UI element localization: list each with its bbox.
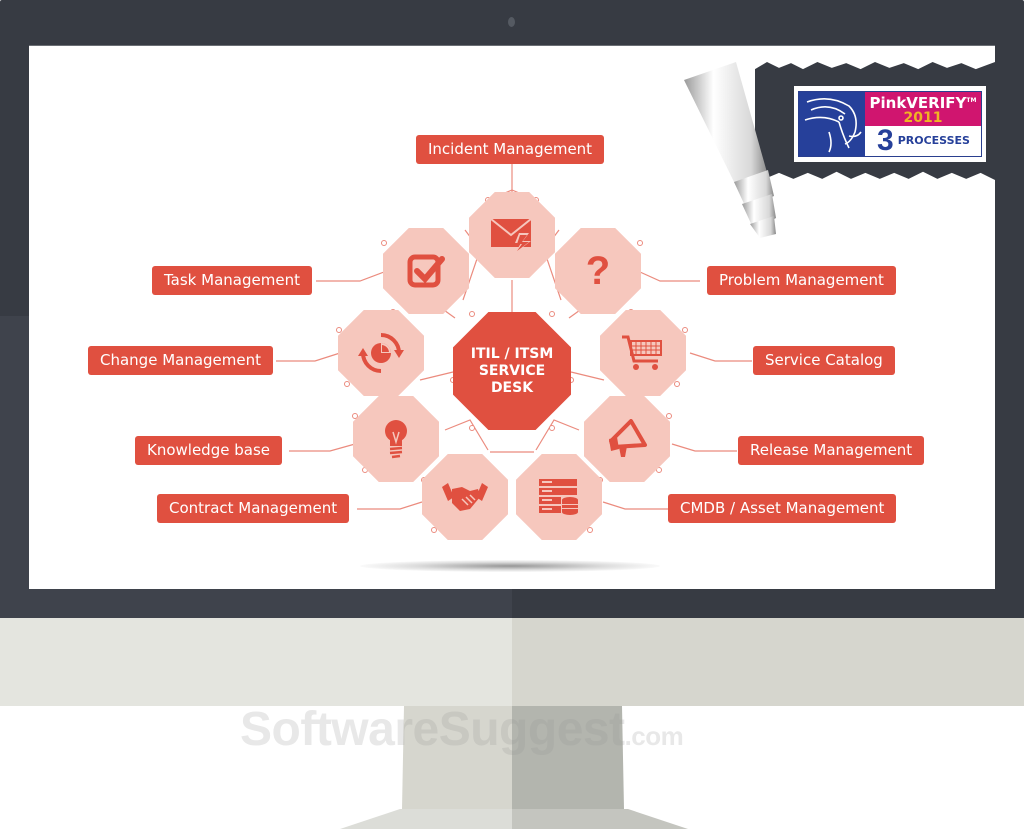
monitor-chin-right (512, 618, 1024, 706)
pinkverify-processes: 3 PROCESSES (865, 123, 981, 157)
checkbox-check-icon (407, 254, 445, 288)
node-problem-management: ? (555, 228, 641, 314)
node-change-management (338, 310, 424, 396)
monitor-stand-base-right (512, 809, 688, 829)
envelope-lightning-icon (490, 218, 532, 253)
node-contract-management (422, 454, 508, 540)
label-task-management: Task Management (152, 266, 312, 295)
monitor-stand-neck-left (402, 706, 512, 809)
node-task-management (383, 228, 469, 314)
label-cmdb-asset-management: CMDB / Asset Management (668, 494, 897, 523)
processes-label: PROCESSES (897, 134, 970, 147)
webcam-icon (508, 17, 515, 27)
node-release-management (584, 396, 670, 482)
label-knowledge-base: Knowledge base (135, 436, 282, 465)
watermark: SoftwareSuggest.com (240, 702, 684, 757)
elephant-logo-icon (799, 92, 865, 156)
pinkverify-title: PinkVERIFYTM 2011 (865, 92, 981, 126)
label-problem-management: Problem Management (707, 266, 896, 295)
node-knowledge-base (353, 396, 439, 482)
shopping-cart-icon (622, 335, 662, 370)
process-count: 3 (877, 123, 894, 157)
monitor-stand-neck-right (512, 706, 624, 809)
node-incident-management (469, 192, 555, 278)
pinkverify-brand: PinkVERIFY (869, 94, 967, 112)
trademark-mark: TM (966, 97, 977, 104)
label-change-management: Change Management (88, 346, 274, 375)
center-node-itil-service-desk: ITIL / ITSM SERVICE DESK (453, 312, 571, 430)
monitor-chin-left (0, 618, 512, 706)
center-node-line3: DESK (490, 379, 534, 396)
center-node-line2: SERVICE (478, 362, 546, 379)
label-service-catalog: Service Catalog (753, 346, 895, 375)
monitor-stand-base-left (340, 809, 512, 829)
watermark-suffix: .com (624, 721, 684, 751)
watermark-text: SoftwareSuggest (240, 703, 625, 756)
pinkverify-badge: PinkVERIFYTM 2011 3 PROCESSES (794, 86, 986, 162)
center-node-line1: ITIL / ITSM (470, 345, 554, 362)
megaphone-icon (609, 419, 647, 457)
label-incident-management: Incident Management (416, 135, 605, 164)
server-database-icon (539, 479, 578, 515)
light-bulb-icon (385, 420, 407, 459)
diagram-shadow (360, 560, 660, 572)
cycle-pie-chart-icon (358, 333, 404, 373)
node-cmdb-asset-management (516, 454, 602, 540)
handshake-icon (442, 483, 488, 511)
question-mark-icon: ? (585, 248, 611, 293)
paper-curl-icon (684, 62, 776, 238)
pinkverify-year: 2011 (903, 110, 943, 126)
label-release-management: Release Management (738, 436, 925, 465)
label-contract-management: Contract Management (157, 494, 350, 523)
node-service-catalog (600, 310, 686, 396)
